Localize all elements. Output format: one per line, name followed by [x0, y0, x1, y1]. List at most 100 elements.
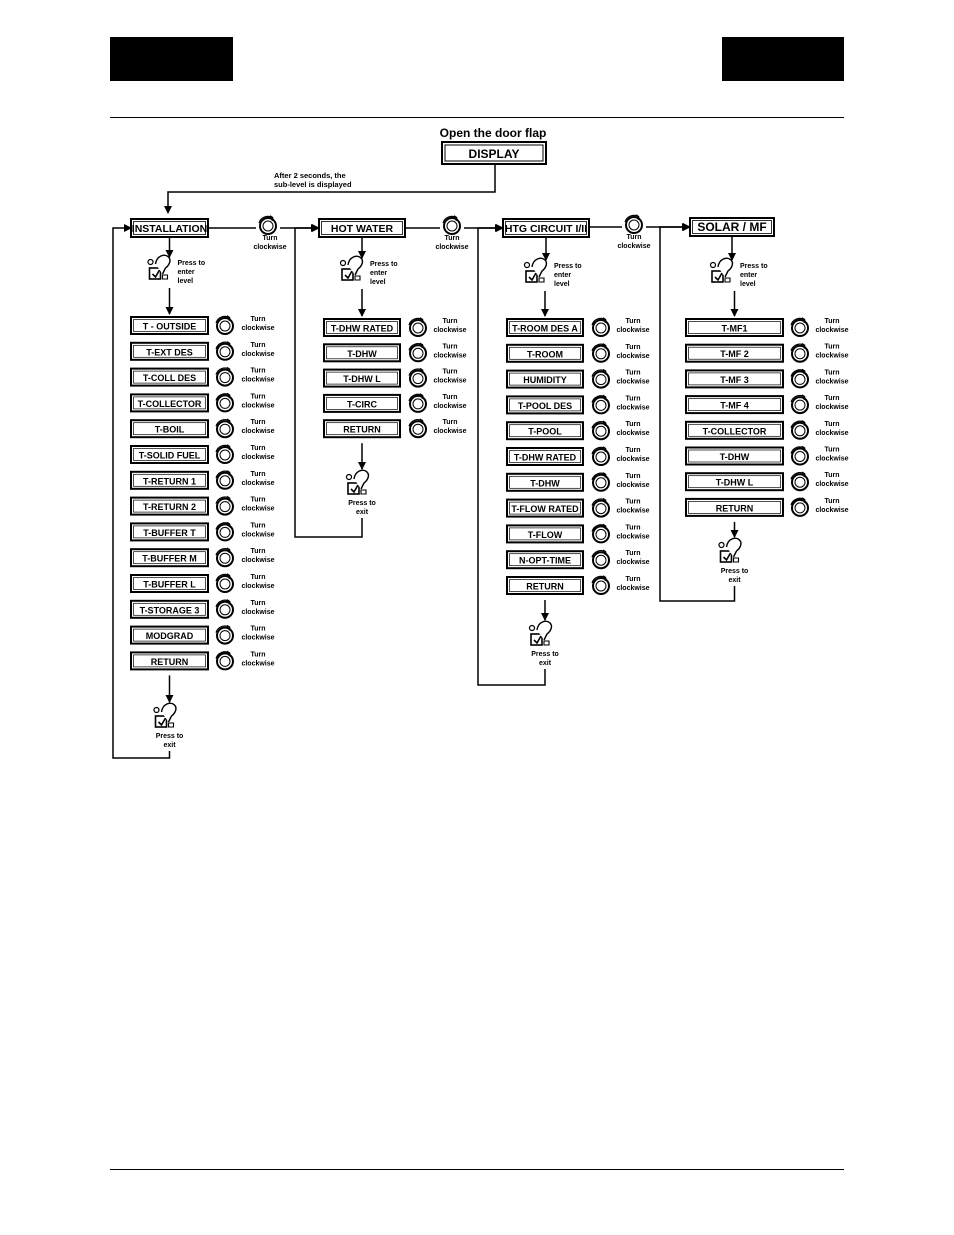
menu-item-box[interactable]: T-POOL [506, 421, 584, 441]
exit-press-icon[interactable] [153, 702, 177, 728]
enter-press-icon[interactable] [147, 254, 171, 280]
header-box-1[interactable]: INSTALLATION [130, 218, 209, 238]
turn-knob-icon[interactable] [215, 547, 234, 568]
turn-knob-icon[interactable] [408, 316, 427, 337]
display-box[interactable]: DISPLAY [441, 141, 547, 165]
turn-knob-icon[interactable] [215, 495, 234, 516]
menu-item-box[interactable]: N-OPT-TIME [506, 550, 584, 570]
menu-item-box[interactable]: T-EXT DES [130, 341, 209, 361]
menu-item-box[interactable]: T-MF1 [685, 318, 784, 337]
menu-item-box[interactable]: T-SOLID FUEL [130, 445, 209, 464]
turn-knob-icon[interactable] [591, 445, 610, 466]
menu-item-box[interactable]: T - OUTSIDE [130, 316, 209, 335]
menu-item-box[interactable]: T-DHW L [685, 472, 784, 492]
menu-item-box[interactable]: T-CIRC [323, 393, 401, 413]
turn-knob-icon[interactable] [215, 443, 234, 464]
menu-item-box[interactable]: T-ROOM DES A [506, 318, 584, 337]
menu-item-box[interactable]: T-DHW L [323, 368, 401, 388]
turn-knob-icon[interactable] [215, 392, 234, 413]
turn-text: Turn [262, 235, 277, 242]
menu-item-box[interactable]: T-MF 2 [685, 343, 784, 363]
menu-item-box[interactable]: RETURN [323, 419, 401, 439]
enter-press-icon[interactable] [523, 257, 548, 283]
turn-knob-icon[interactable] [408, 418, 427, 439]
enter-press-icon[interactable] [339, 255, 364, 281]
menu-item-box[interactable]: T-RETURN 2 [130, 496, 209, 516]
menu-item-box[interactable]: T-BUFFER M [130, 548, 209, 568]
menu-item-box[interactable]: HUMIDITY [506, 369, 584, 389]
turn-knob-icon[interactable] [408, 367, 427, 388]
turn-knob-icon[interactable] [591, 342, 610, 363]
turn-knob-icon[interactable] [790, 342, 809, 363]
menu-item-box[interactable]: T-DHW RATED [506, 447, 584, 466]
menu-item-box[interactable]: T-DHW [323, 343, 401, 363]
turn-text: Turn [250, 548, 265, 555]
turn-knob-icon[interactable] [790, 316, 809, 337]
clockwise-text: clockwise [241, 325, 274, 332]
turn-knob-icon[interactable] [215, 650, 234, 671]
turn-knob-icon[interactable] [591, 368, 610, 389]
turn-knob-icon[interactable] [591, 420, 610, 441]
turn-knob-icon[interactable] [215, 521, 234, 542]
menu-item-box[interactable]: T-MF 4 [685, 395, 784, 415]
turn-knob-icon[interactable] [790, 419, 809, 440]
header-box-2[interactable]: HOT WATER [318, 218, 406, 238]
turn-text: Turn [824, 472, 839, 479]
menu-item-box[interactable]: T-DHW [506, 472, 584, 492]
clockwise-text: clockwise [815, 481, 848, 488]
menu-item-box[interactable]: T-COLL DES [130, 367, 209, 387]
exit-press-icon[interactable] [718, 537, 742, 563]
menu-item-box[interactable]: T-DHW RATED [323, 318, 401, 337]
menu-item-box[interactable]: RETURN [506, 576, 584, 595]
turn-knob-icon[interactable] [790, 393, 809, 415]
turn-knob-icon[interactable] [591, 316, 610, 337]
turn-knob-icon[interactable] [215, 314, 234, 335]
header-box-3[interactable]: HTG CIRCUIT I/II [502, 218, 590, 238]
menu-item-box[interactable]: MODGRAD [130, 625, 209, 645]
header-label: INSTALLATION [132, 223, 207, 235]
turn-knob-icon[interactable] [591, 574, 610, 595]
menu-item-box[interactable]: T-ROOM [506, 343, 584, 363]
turn-knob-icon[interactable] [408, 392, 427, 413]
turn-knob-icon[interactable] [215, 572, 234, 593]
menu-item-box[interactable]: T-RETURN 1 [130, 470, 209, 490]
menu-item-box[interactable]: RETURN [130, 651, 209, 671]
menu-item-box[interactable]: T-MF 3 [685, 369, 784, 389]
menu-item-box[interactable]: T-BOIL [130, 419, 209, 439]
menu-item-label: T-POOL [528, 427, 562, 437]
turn-knob-icon[interactable] [591, 549, 610, 570]
menu-item-box[interactable]: T-FLOW RATED [506, 498, 584, 518]
turn-knob-icon[interactable] [215, 366, 234, 387]
turn-knob-icon[interactable] [790, 496, 809, 517]
menu-item-box[interactable]: T-STORAGE 3 [130, 599, 209, 619]
header-turn-knob-icon[interactable] [258, 214, 277, 235]
menu-item-box[interactable]: T-POOL DES [506, 395, 584, 415]
enter-press-icon[interactable] [709, 257, 734, 283]
turn-knob-icon[interactable] [790, 471, 809, 492]
menu-item-box[interactable]: T-COLLECTOR [685, 420, 784, 440]
turn-knob-icon[interactable] [215, 598, 234, 619]
header-turn-knob-icon[interactable] [442, 214, 461, 235]
menu-item-box[interactable]: T-FLOW [506, 524, 584, 544]
exit-press-icon[interactable] [528, 620, 553, 646]
turn-knob-icon[interactable] [408, 342, 427, 363]
menu-item-box[interactable]: T-COLLECTOR [130, 393, 209, 413]
turn-knob-icon[interactable] [215, 418, 234, 439]
menu-item-box[interactable]: RETURN [685, 497, 784, 517]
turn-knob-icon[interactable] [790, 368, 809, 389]
menu-item-box[interactable]: T-DHW [685, 446, 784, 466]
turn-knob-icon[interactable] [790, 445, 809, 466]
turn-knob-icon[interactable] [591, 471, 610, 492]
turn-knob-icon[interactable] [591, 394, 610, 415]
clockwise-text: clockwise [433, 378, 466, 385]
menu-item-box[interactable]: T-BUFFER T [130, 522, 209, 542]
exit-press-icon[interactable] [345, 469, 370, 495]
header-box-4[interactable]: SOLAR / MF [689, 217, 775, 237]
turn-knob-icon[interactable] [215, 469, 234, 490]
header-turn-knob-icon[interactable] [624, 213, 643, 234]
turn-knob-icon[interactable] [591, 523, 610, 544]
menu-item-box[interactable]: T-BUFFER L [130, 574, 209, 593]
turn-knob-icon[interactable] [215, 340, 234, 361]
turn-knob-icon[interactable] [591, 497, 610, 518]
turn-knob-icon[interactable] [215, 624, 234, 645]
